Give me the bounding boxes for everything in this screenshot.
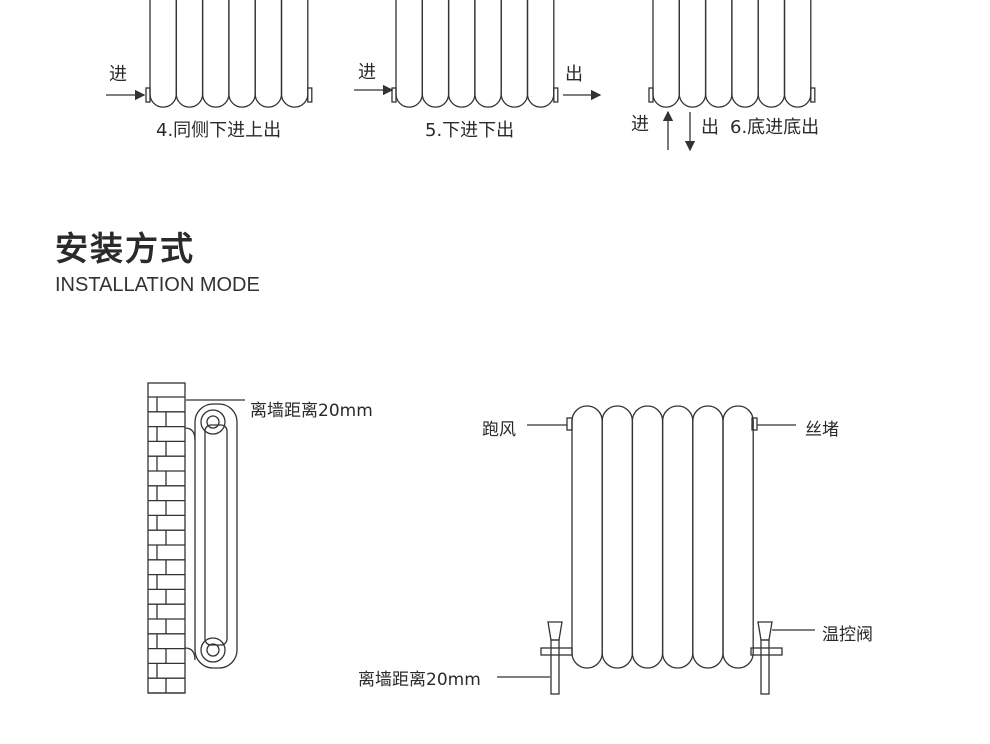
valve-right	[750, 621, 783, 695]
radiator-column	[526, 0, 555, 108]
radiator-column	[652, 0, 680, 108]
outlet-label-5: 出	[565, 64, 583, 85]
radiator-mode-6	[648, 0, 816, 108]
radiator-column	[692, 405, 724, 669]
front-distance-label: 离墙距离20mm	[358, 670, 481, 690]
radiator-column	[631, 405, 664, 669]
connector	[553, 87, 559, 103]
radiator-mode-4	[145, 0, 313, 108]
valve-label: 温控阀	[822, 625, 873, 645]
radiator-column	[421, 0, 450, 108]
radiator-column	[757, 0, 786, 108]
inlet-label-4: 进	[109, 64, 127, 85]
plug-label: 丝堵	[805, 420, 839, 440]
valve-left	[540, 621, 573, 695]
section-title: 安装方式	[55, 229, 195, 268]
radiator-column	[149, 0, 177, 108]
radiator-column	[201, 0, 230, 108]
radiator-column	[474, 0, 502, 108]
radiator-mode-5	[391, 0, 559, 108]
radiator-column	[783, 0, 812, 108]
inlet-label-6: 进	[631, 114, 649, 135]
radiator-column	[731, 0, 759, 108]
side-view-radiator	[184, 403, 238, 669]
air-vent-plug	[566, 417, 758, 431]
side-distance-label: 离墙距离20mm	[250, 401, 373, 421]
connector	[307, 87, 313, 103]
outlet-label-6: 出	[701, 117, 719, 138]
radiator-column	[395, 0, 423, 108]
radiator-column	[228, 0, 256, 108]
radiator-column	[722, 405, 754, 669]
section-subtitle: INSTALLATION MODE	[55, 274, 260, 296]
radiator-column	[571, 405, 603, 669]
caption-mode-4: 4.同侧下进上出	[156, 120, 282, 141]
radiator-column	[254, 0, 283, 108]
brick-wall	[147, 382, 186, 694]
radiator-column	[280, 0, 309, 108]
radiator-column	[447, 0, 476, 108]
caption-mode-5: 5.下进下出	[425, 120, 515, 141]
radiator-column	[175, 0, 204, 108]
connector	[648, 87, 654, 103]
radiator-column	[704, 0, 733, 108]
connector	[145, 87, 151, 103]
connector	[391, 87, 397, 103]
caption-mode-6: 6.底进底出	[730, 117, 820, 138]
radiator-column	[601, 405, 634, 669]
connector	[810, 87, 816, 103]
air-vent-label: 跑风	[482, 420, 516, 440]
front-view-radiator	[571, 405, 754, 669]
radiator-column	[678, 0, 707, 108]
radiator-column	[661, 405, 694, 669]
inlet-label-5: 进	[358, 62, 376, 83]
radiator-column	[500, 0, 529, 108]
